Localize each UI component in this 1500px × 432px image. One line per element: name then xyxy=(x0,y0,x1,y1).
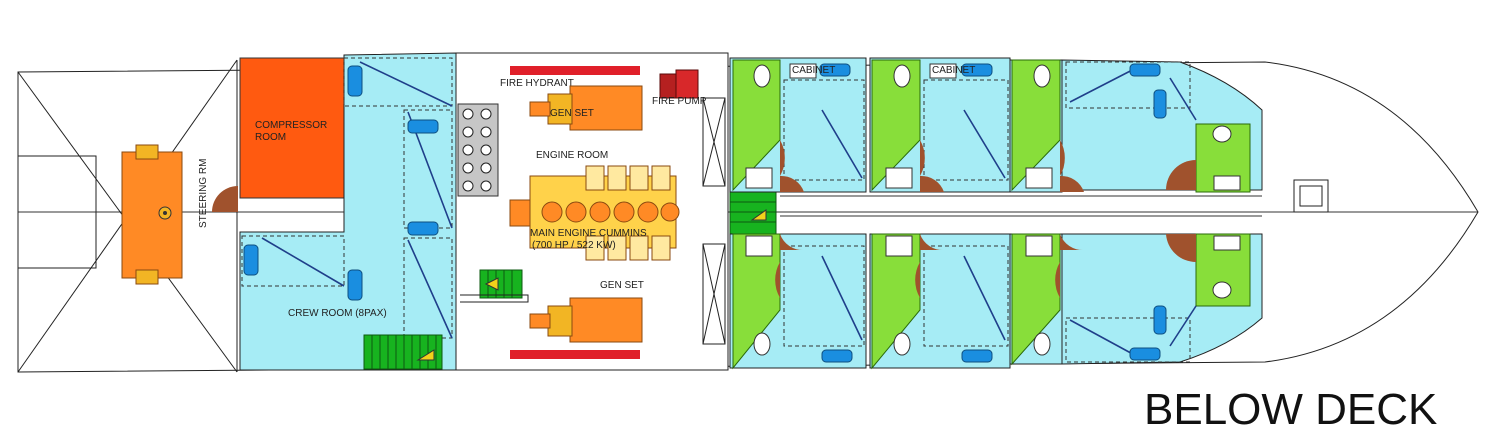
fire-hydrant-label: FIRE HYDRANT xyxy=(500,78,574,89)
page-title: BELOW DECK xyxy=(1144,385,1437,432)
gen-set-bottom-label: GEN SET xyxy=(600,280,644,291)
bow-hatch xyxy=(1293,179,1329,213)
steering-gear xyxy=(121,151,183,279)
gen-set-top-label: GEN SET xyxy=(550,108,594,119)
crew-room-label: CREW ROOM (8PAX) xyxy=(288,308,387,319)
cabins-top xyxy=(729,57,1263,193)
engine-room-stairs xyxy=(479,269,523,299)
central-stairs xyxy=(729,191,777,235)
main-engine-label-1: MAIN ENGINE CUMMINS xyxy=(530,228,647,239)
main-engine-label-2: (700 HP / 522 KW) xyxy=(532,240,616,251)
compressor-room xyxy=(239,57,345,199)
cabinet-label-1: CABINET xyxy=(792,65,835,76)
main-engine xyxy=(509,165,680,261)
compressor-room-label-1: COMPRESSOR xyxy=(255,120,327,131)
steering-room-label: STEERING RM xyxy=(198,159,209,228)
cabins-bottom xyxy=(729,233,1263,370)
steering-room xyxy=(17,59,238,373)
crew-room xyxy=(239,52,457,371)
fire-hydrant-bar-bottom xyxy=(510,350,640,359)
gen-set-bottom xyxy=(529,297,643,343)
fire-hydrant-bar-top xyxy=(510,66,640,75)
engine-room-label: ENGINE ROOM xyxy=(536,150,608,161)
fire-pump xyxy=(659,69,699,99)
compressor-room-label-2: ROOM xyxy=(255,132,286,143)
steering-door xyxy=(212,186,238,212)
engine-room-lockers xyxy=(702,97,726,345)
engine-room-platform xyxy=(460,294,529,303)
crew-stairs xyxy=(363,334,443,370)
gen-set-top xyxy=(529,85,643,131)
battery-bank xyxy=(457,103,499,197)
fire-pump-label: FIRE PUMP xyxy=(652,96,707,107)
cabinet-label-2: CABINET xyxy=(932,65,975,76)
